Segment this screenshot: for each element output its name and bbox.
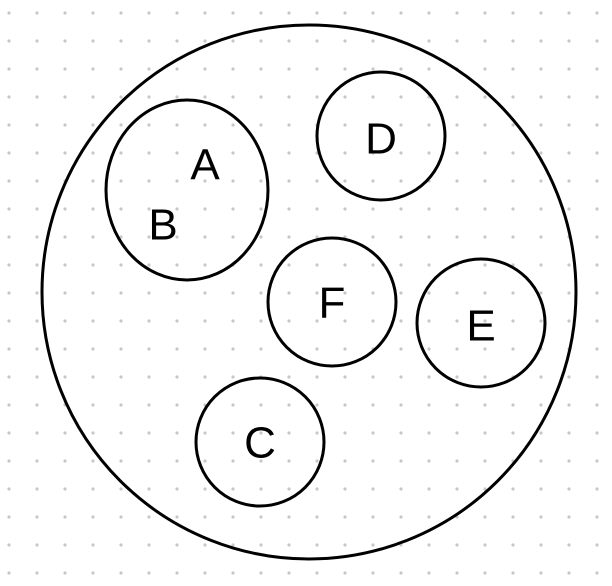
set-c-circle (194, 376, 326, 508)
label-c: C (244, 419, 276, 468)
label-b: B (148, 201, 177, 250)
set-e-circle (415, 257, 547, 389)
set-ab-ellipse (104, 98, 270, 282)
label-a: A (190, 141, 220, 190)
universe-circle (40, 23, 578, 561)
set-d-circle (315, 70, 447, 202)
label-d: D (365, 115, 397, 164)
label-e: E (466, 302, 495, 351)
label-f: F (319, 279, 346, 328)
set-f-circle (266, 236, 398, 368)
